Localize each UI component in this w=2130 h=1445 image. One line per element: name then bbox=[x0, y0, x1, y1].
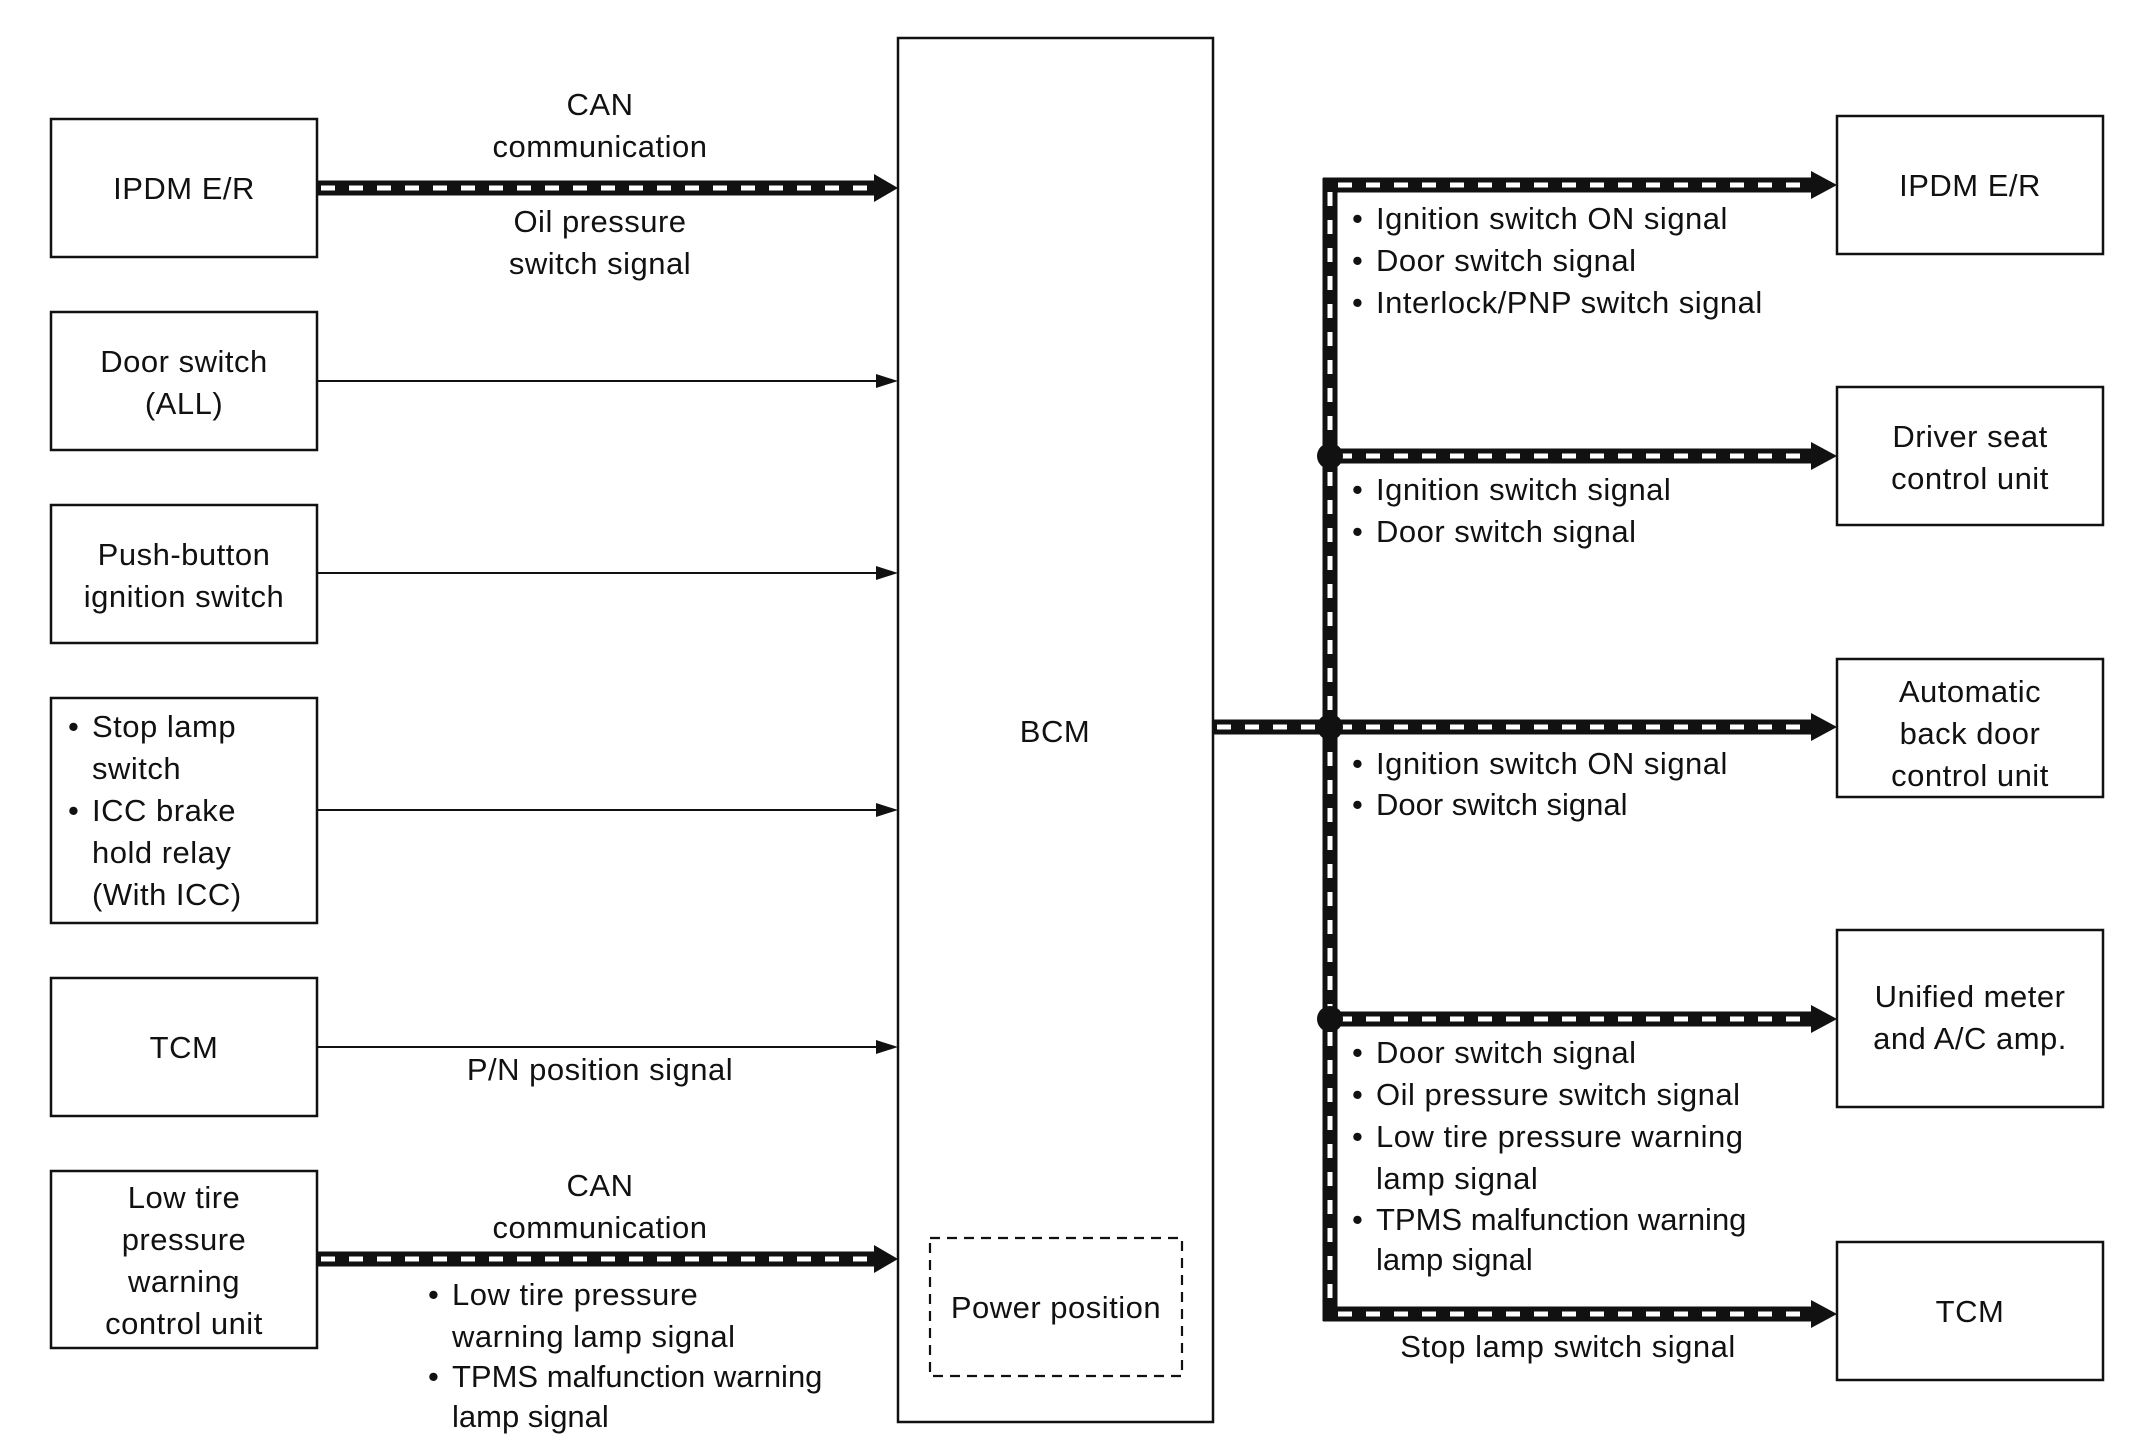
arrowhead bbox=[1811, 171, 1837, 199]
ipdm-signal-can-2: communication bbox=[493, 129, 708, 164]
power-position-box bbox=[928, 1236, 1184, 1378]
input-door-switch-box bbox=[49, 310, 319, 452]
output-unified-meter-signal-2: Oil pressure switch signal bbox=[1376, 1077, 1740, 1112]
input-tcm-label: TCM bbox=[150, 1030, 219, 1065]
junction-dot bbox=[1317, 714, 1343, 740]
input-low-tire-box bbox=[49, 1169, 319, 1350]
input-stop-lamp-line1: Stop lamp bbox=[92, 709, 236, 744]
output-unified-meter-box bbox=[1835, 928, 2105, 1109]
bullet: • bbox=[1352, 746, 1363, 781]
bullet: • bbox=[1352, 1202, 1363, 1237]
input-low-tire-line4: control unit bbox=[105, 1306, 263, 1341]
input-ipdm-box bbox=[49, 117, 319, 259]
arrowhead bbox=[876, 1040, 898, 1054]
output-driver-seat-signal-2: Door switch signal bbox=[1376, 514, 1637, 549]
output-ipdm-signal-2: Door switch signal bbox=[1376, 243, 1637, 278]
output-bus-dashes bbox=[1217, 182, 1811, 1317]
arrowhead bbox=[1811, 713, 1837, 741]
output-tcm-box bbox=[1835, 1240, 2105, 1382]
bullet: • bbox=[1352, 285, 1363, 320]
input-stop-lamp-line4: hold relay bbox=[92, 835, 231, 870]
output-tcm-signal: Stop lamp switch signal bbox=[1400, 1329, 1735, 1364]
input-door-switch-line1: Door switch bbox=[100, 344, 267, 379]
bcm-label: BCM bbox=[1020, 714, 1090, 749]
input-low-tire-line3: warning bbox=[127, 1264, 240, 1299]
output-driver-seat-box bbox=[1835, 385, 2105, 527]
output-driver-seat-line1: Driver seat bbox=[1892, 419, 2047, 454]
arrowhead bbox=[874, 174, 898, 202]
junction-dot bbox=[1317, 443, 1343, 469]
arrowhead bbox=[874, 1245, 898, 1273]
input-door-switch-line2: (ALL) bbox=[145, 386, 223, 421]
arrowhead bbox=[1811, 442, 1837, 470]
input-tcm-box bbox=[49, 976, 319, 1118]
bullet: • bbox=[68, 793, 79, 828]
output-unified-meter-signal-3: Low tire pressure warning bbox=[1376, 1119, 1743, 1154]
output-unified-meter-line1: Unified meter bbox=[1875, 979, 2066, 1014]
output-unified-meter-signal-5: TPMS malfunction warning bbox=[1376, 1202, 1746, 1237]
output-ipdm-label: IPDM E/R bbox=[1899, 168, 2041, 203]
output-auto-back-door-line2: back door bbox=[1900, 716, 2041, 751]
input-push-button-line1: Push-button bbox=[98, 537, 271, 572]
bullet: • bbox=[1352, 787, 1363, 822]
bullet: • bbox=[1352, 201, 1363, 236]
bullet: • bbox=[1352, 1077, 1363, 1112]
output-unified-meter-signal-4: lamp signal bbox=[1376, 1161, 1538, 1196]
output-unified-meter-line2: and A/C amp. bbox=[1873, 1021, 2067, 1056]
low-tire-signal-item-4: lamp signal bbox=[452, 1399, 609, 1434]
arrowhead bbox=[876, 374, 898, 388]
bullet: • bbox=[428, 1359, 439, 1394]
input-stop-lamp-line2: switch bbox=[92, 751, 181, 786]
input-push-button-box bbox=[49, 503, 319, 645]
junction-dot bbox=[1317, 1006, 1343, 1032]
arrowhead bbox=[1811, 1300, 1837, 1328]
input-low-tire-line2: pressure bbox=[122, 1222, 247, 1257]
ipdm-signal-oil-2: switch signal bbox=[509, 246, 691, 281]
ipdm-signal-can-1: CAN bbox=[567, 87, 634, 122]
low-tire-signal-item-1: Low tire pressure bbox=[452, 1277, 698, 1312]
output-ipdm-signal-1: Ignition switch ON signal bbox=[1376, 201, 1728, 236]
bullet: • bbox=[428, 1277, 439, 1312]
tcm-signal-label: P/N position signal bbox=[467, 1052, 733, 1087]
arrowhead bbox=[876, 566, 898, 580]
input-stop-lamp-line5: (With ICC) bbox=[92, 877, 242, 912]
output-auto-back-door-signal-2: Door switch signal bbox=[1376, 787, 1628, 822]
low-tire-signal-can-2: communication bbox=[493, 1210, 708, 1245]
arrowhead bbox=[1811, 1005, 1837, 1033]
bullet: • bbox=[1352, 1035, 1363, 1070]
output-tcm-label: TCM bbox=[1936, 1294, 2005, 1329]
output-auto-back-door-box bbox=[1835, 657, 2105, 799]
output-auto-back-door-signal-1: Ignition switch ON signal bbox=[1376, 746, 1728, 781]
bullet: • bbox=[1352, 472, 1363, 507]
input-stop-lamp-box bbox=[49, 696, 319, 925]
bullet: • bbox=[1352, 1119, 1363, 1154]
low-tire-signal-can-1: CAN bbox=[567, 1168, 634, 1203]
input-low-tire-line1: Low tire bbox=[128, 1180, 241, 1215]
bullet: • bbox=[68, 709, 79, 744]
output-auto-back-door-line1: Automatic bbox=[1899, 674, 2041, 709]
input-stop-lamp-line3: ICC brake bbox=[92, 793, 236, 828]
power-position-label: Power position bbox=[951, 1290, 1161, 1325]
output-auto-back-door-line3: control unit bbox=[1891, 758, 2049, 793]
output-ipdm-box bbox=[1835, 114, 2105, 256]
output-ipdm-signal-3: Interlock/PNP switch signal bbox=[1376, 285, 1763, 320]
arrowhead bbox=[876, 803, 898, 817]
output-unified-meter-signal-1: Door switch signal bbox=[1376, 1035, 1637, 1070]
ipdm-signal-oil-1: Oil pressure bbox=[513, 204, 686, 239]
bcm-box bbox=[896, 36, 1215, 1424]
low-tire-signal-item-3: TPMS malfunction warning bbox=[452, 1359, 822, 1394]
input-push-button-line2: ignition switch bbox=[84, 579, 284, 614]
bullet: • bbox=[1352, 243, 1363, 278]
output-driver-seat-line2: control unit bbox=[1891, 461, 2049, 496]
output-unified-meter-signal-6: lamp signal bbox=[1376, 1242, 1533, 1277]
low-tire-signal-item-2: warning lamp signal bbox=[451, 1319, 735, 1354]
input-ipdm-label: IPDM E/R bbox=[113, 171, 255, 206]
output-driver-seat-signal-1: Ignition switch signal bbox=[1376, 472, 1671, 507]
bullet: • bbox=[1352, 514, 1363, 549]
